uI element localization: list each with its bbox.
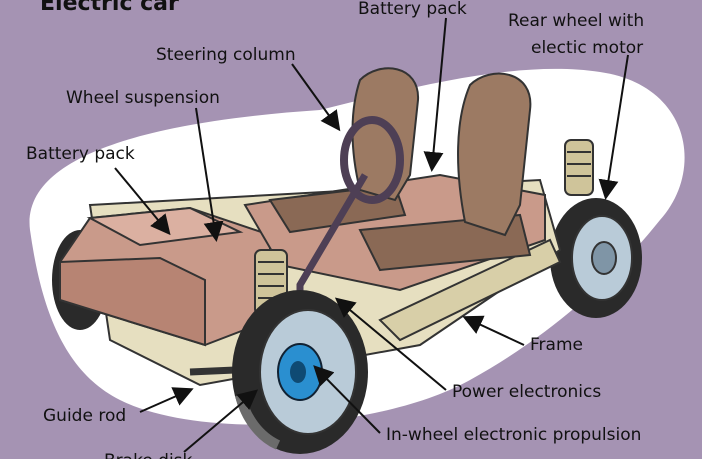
leader-lines (114, 17, 629, 453)
label-wheel-suspension: Wheel suspension (66, 88, 220, 108)
label-rear-wheel-line1: Rear wheel with (508, 11, 644, 31)
seat-right (358, 72, 532, 272)
diagram-title: Electric car (40, 0, 179, 16)
label-battery-pack-left: Battery pack (26, 144, 135, 164)
label-rear-wheel-line2: electic motor (531, 38, 643, 58)
rear-suspension (564, 139, 594, 196)
label-frame: Frame (530, 335, 583, 355)
rear-wheel (550, 198, 642, 318)
front-wheel (232, 290, 368, 454)
label-battery-pack-top: Battery pack (358, 0, 467, 19)
label-power-electronics: Power electronics (452, 382, 601, 402)
label-steering-column: Steering column (156, 45, 296, 65)
label-guide-rod: Guide rod (43, 406, 126, 426)
label-brake-disk: Brake disk (104, 451, 193, 459)
label-in-wheel-propulsion: In-wheel electronic propulsion (386, 425, 641, 445)
